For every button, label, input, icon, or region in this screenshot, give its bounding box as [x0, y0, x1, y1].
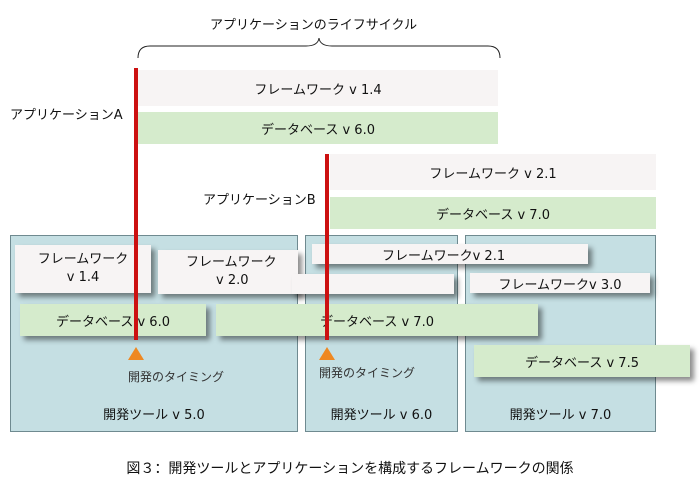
database-v75-block: データベース v 7.5 — [474, 345, 690, 377]
framework-v20-extension — [292, 274, 454, 294]
app-a-timeline — [134, 68, 138, 340]
timing-marker-b-icon — [319, 347, 335, 360]
app-a-label: アプリケーションA — [10, 108, 123, 123]
framework-v20-line1: フレームワーク — [186, 255, 277, 270]
framework-v21-block: フレームワークv 2.1 — [312, 244, 588, 264]
lifecycle-brace — [137, 37, 501, 59]
framework-v20-line2: v 2.0 — [216, 273, 249, 288]
lifecycle-label: アプリケーションのライフサイクル — [210, 18, 418, 33]
timing-label-b: 開発のタイミング — [319, 366, 416, 380]
dev-tool-label-6: 開発ツール v 6.0 — [330, 408, 433, 423]
framework-v14-line2: v 1.4 — [66, 270, 100, 285]
app-a-framework-bar: フレームワーク v 1.4 — [138, 70, 498, 106]
database-v70-block: データベース v 7.0 — [216, 304, 538, 336]
app-b-timeline — [325, 154, 329, 340]
framework-v30-block: フレームワークv 3.0 — [470, 273, 650, 293]
timing-label-a: 開発のタイミング — [128, 370, 225, 384]
dev-tool-label-5: 開発ツール v 5.0 — [103, 408, 205, 423]
database-v60-block: データベース v 6.0 — [20, 304, 206, 336]
app-b-label: アプリケーションB — [203, 193, 316, 208]
framework-v14-block: フレームワーク v 1.4 — [15, 245, 151, 293]
figure-caption: 図３：開発ツールとアプリケーションを構成するフレームワークの関係 — [126, 461, 574, 477]
framework-v20-block: フレームワーク v 2.0 — [158, 250, 298, 294]
timing-marker-a-icon — [128, 347, 144, 360]
framework-v14-line1: フレームワーク — [37, 252, 129, 267]
app-b-database-bar: データベース v 7.0 — [330, 197, 656, 229]
app-a-database-bar: データベース v 6.0 — [138, 112, 498, 144]
dev-tool-label-7: 開発ツール v 7.0 — [509, 408, 612, 423]
app-b-framework-bar: フレームワーク v 2.1 — [330, 154, 656, 190]
